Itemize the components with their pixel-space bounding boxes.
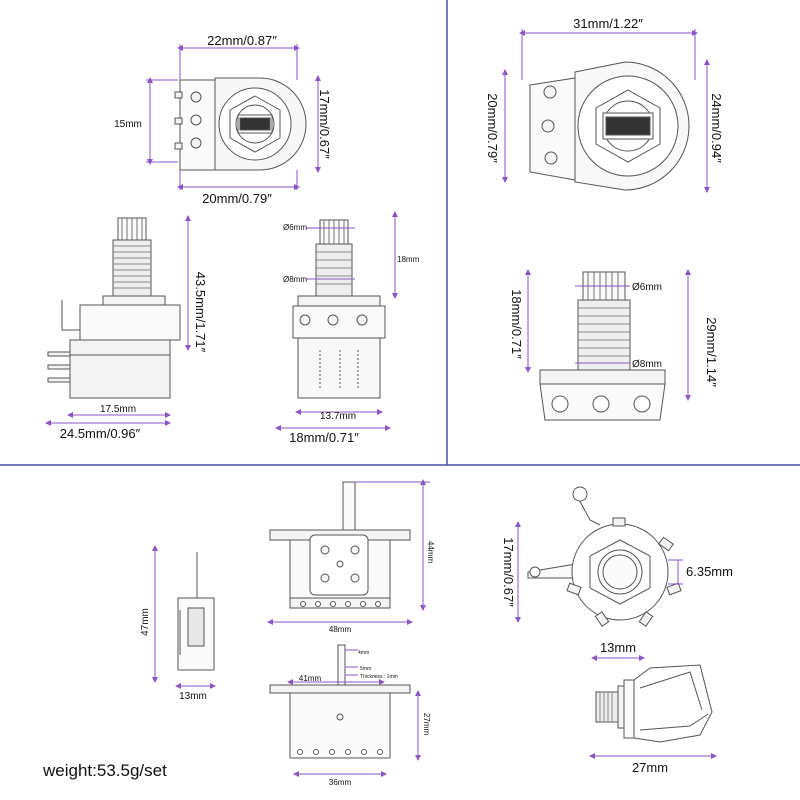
- switch-front-height-label: 44mm: [426, 541, 435, 564]
- pot-b-side-dimensions: [525, 269, 691, 401]
- jack-front-dimensions: [515, 521, 683, 623]
- pot-b-total-height-label: 29mm/1.14″: [704, 317, 719, 387]
- pot-a-bottom-width-label: 20mm/0.79″: [202, 191, 272, 206]
- switch-body-height-label: 27mm: [422, 713, 431, 736]
- panel-dividers: [0, 0, 800, 466]
- weight-label: weight:53.5g/set: [43, 761, 167, 780]
- jack-side-dimensions: [589, 655, 717, 759]
- pot-a-front-body-label: 13.7mm: [320, 411, 356, 422]
- pot-b-top-dimensions: [502, 29, 710, 193]
- pot-a-side-dimensions: [45, 215, 191, 426]
- pot-b-top-view: [529, 61, 690, 191]
- pot-b-left-height-label: 20mm/0.79″: [485, 93, 500, 163]
- jack-front-view: [527, 486, 682, 627]
- jack-length-label: 27mm: [632, 760, 668, 775]
- pot-a-shaft-dia-label: Ø6mm: [283, 223, 307, 232]
- switch-lever-len-label: 5mm: [360, 666, 371, 672]
- switch-bracket-width-label: 41mm: [299, 674, 322, 683]
- switch-lever-width-label: 4mm: [358, 650, 369, 656]
- pot-a-top-dimensions: [146, 44, 321, 190]
- pot-b-side-view: [539, 271, 666, 421]
- pot-a-total-width-label: 24.5mm/0.96″: [60, 426, 141, 441]
- jack-side-view: [595, 664, 713, 743]
- pot-b-thread-dia-label: Ø8mm: [632, 359, 662, 370]
- pot-b-shaft-dia-label: Ø6mm: [632, 282, 662, 293]
- pot-a-lug-span-label: 15mm: [114, 119, 142, 130]
- switch-side-view: [177, 552, 215, 671]
- switch-body-width-label: 36mm: [329, 778, 352, 787]
- switch-bottom-dimensions: [287, 649, 421, 777]
- switch-front-width-label: 48mm: [329, 625, 352, 634]
- jack-height-label: 17mm/0.67″: [501, 537, 516, 607]
- pot-a-top-width-label: 22mm/0.87″: [207, 33, 277, 48]
- switch-front-view: [269, 481, 411, 609]
- switch-thickness-label: Thickness : 1mm: [360, 674, 398, 680]
- jack-hole-label: 6.35mm: [686, 564, 733, 579]
- pot-a-thread-len-label: 18mm: [397, 255, 420, 264]
- switch-front-dimensions: [267, 479, 430, 625]
- switch-side-height-label: 47mm: [140, 608, 151, 636]
- switch-side-dimensions: [152, 545, 216, 689]
- jack-thread-label: 13mm: [600, 640, 636, 655]
- pot-b-top-width-label: 31mm/1.22″: [573, 16, 643, 31]
- switch-side-width-label: 13mm: [179, 691, 207, 702]
- pot-a-thread-dia-label: Ø8mm: [283, 275, 307, 284]
- pot-a-front-total-label: 18mm/0.71″: [289, 430, 359, 445]
- pot-a-body-width-label: 17.5mm: [100, 404, 136, 415]
- pot-a-front-dimensions: [275, 211, 398, 431]
- pot-a-top-view: [174, 77, 307, 171]
- pot-a-shaft-height-label: 43.5mm/1.71″: [193, 272, 208, 353]
- pot-b-thread-len-label: 18mm/0.71″: [509, 289, 524, 359]
- pot-a-side-view: [47, 217, 181, 399]
- pot-a-side-height-label: 17mm/0.67″: [317, 89, 332, 159]
- pot-b-right-height-label: 24mm/0.94″: [709, 93, 724, 163]
- pot-a-front-view: [292, 219, 386, 399]
- switch-bottom-view: [269, 644, 411, 759]
